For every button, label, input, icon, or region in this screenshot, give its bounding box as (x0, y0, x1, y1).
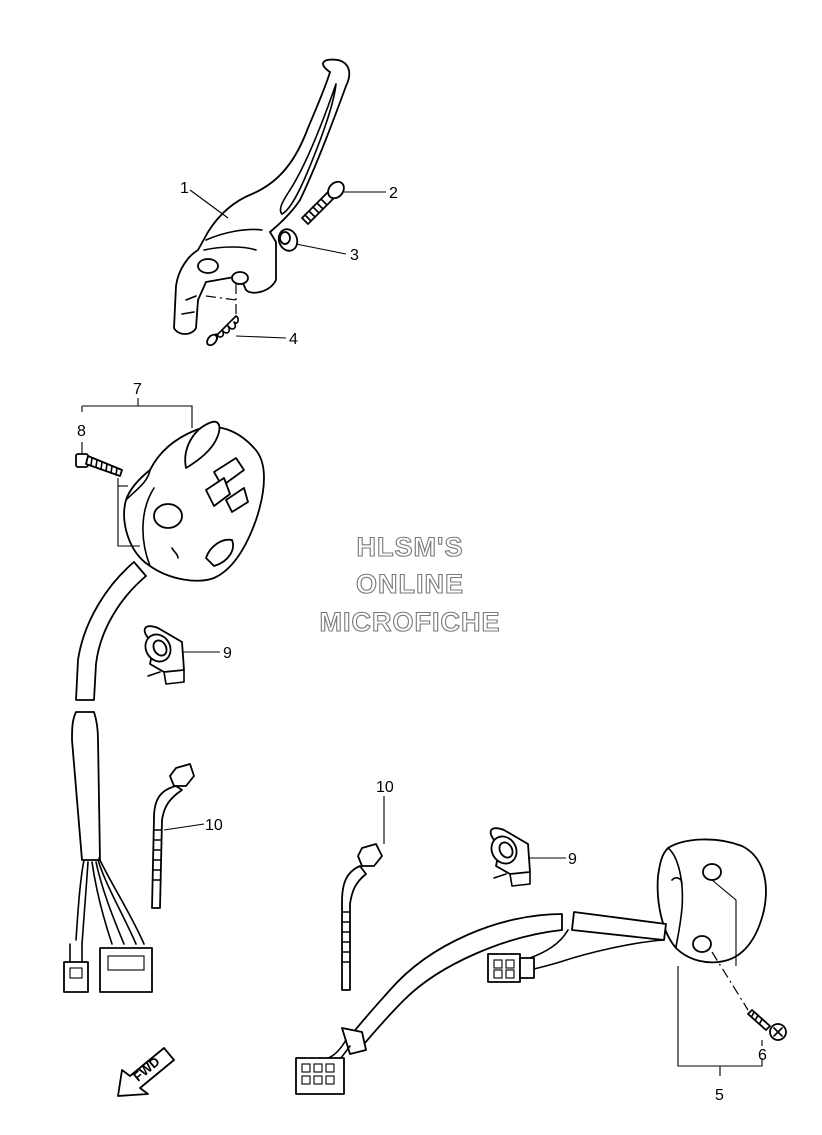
left-harness (63, 561, 153, 993)
lever (173, 58, 351, 335)
callout-6: 6 (758, 1047, 767, 1064)
callout-3: 3 (350, 247, 359, 264)
callout-2: 2 (389, 185, 398, 202)
cable-tie-left (151, 763, 195, 909)
collar (277, 228, 299, 252)
fwd-arrow-icon: FWD (117, 1047, 175, 1097)
watermark-line-1: HLSM'S (357, 532, 464, 562)
watermark-line-2: ONLINE (356, 569, 464, 599)
screw (711, 951, 787, 1041)
callout-5: 5 (715, 1087, 724, 1104)
callout-8: 8 (77, 423, 86, 440)
watermark: HLSM'S ONLINE MICROFICHE (319, 531, 501, 637)
callout-10-left: 10 (205, 817, 223, 834)
bracket-7 (81, 405, 193, 428)
left-handlebar-switch (75, 420, 265, 582)
clamp-left (143, 625, 185, 685)
spring (206, 315, 239, 347)
watermark-line-3: MICROFICHE (320, 607, 501, 637)
right-handlebar-switch (656, 838, 767, 966)
callout-9-left: 9 (223, 645, 232, 662)
right-harness (295, 911, 667, 1095)
callout-1: 1 (180, 180, 189, 197)
callout-9-right: 9 (568, 851, 577, 868)
cable-tie-right (341, 843, 383, 991)
callout-7: 7 (133, 381, 142, 398)
callout-10-right: 10 (376, 779, 394, 796)
leader-lines (163, 189, 566, 859)
bolt-upper (301, 180, 345, 225)
callout-4: 4 (289, 331, 298, 348)
clamp-right (489, 827, 531, 887)
